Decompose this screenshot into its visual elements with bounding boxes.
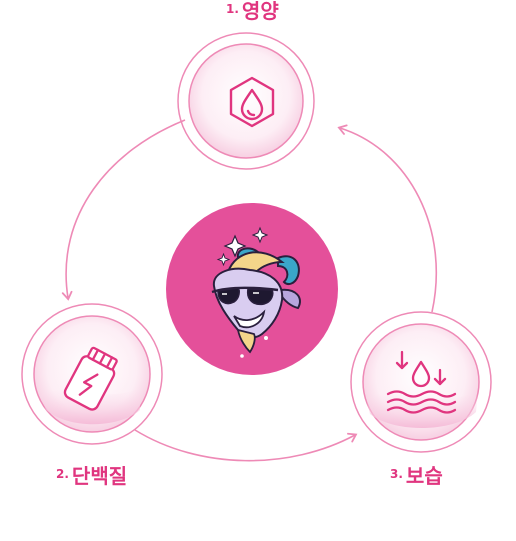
supplement-jar-icon: [63, 346, 118, 411]
node-outer-ring: [350, 311, 492, 453]
step-title: 영양: [241, 0, 279, 23]
water-drop-hexagon-icon: [229, 76, 275, 128]
node-nutrition: [177, 32, 315, 170]
node-outer-ring: [177, 32, 315, 170]
step-label-moisture: 3. 보습: [390, 465, 443, 487]
moisture-waves-icon: [386, 350, 457, 414]
arrow-moisture-to-nutrition: [337, 124, 437, 313]
step-number: 3.: [390, 467, 403, 481]
goat-mascot-sunglasses-icon: [211, 226, 301, 358]
step-title: 단백질: [71, 464, 128, 488]
step-label-nutrition: 1. 영양: [226, 0, 279, 22]
step-number: 1.: [226, 2, 239, 16]
arrow-protein-to-moisture: [134, 429, 358, 462]
arrow-nutrition-to-protein: [61, 119, 186, 301]
node-outer-ring: [21, 303, 163, 445]
node-moisture: [350, 311, 492, 453]
step-title: 보습: [405, 464, 443, 488]
cycle-arrows: [61, 119, 437, 462]
node-protein: [21, 303, 163, 445]
center-mascot: [166, 203, 338, 375]
step-label-protein: 2. 단백질: [56, 465, 127, 487]
step-number: 2.: [56, 467, 69, 481]
